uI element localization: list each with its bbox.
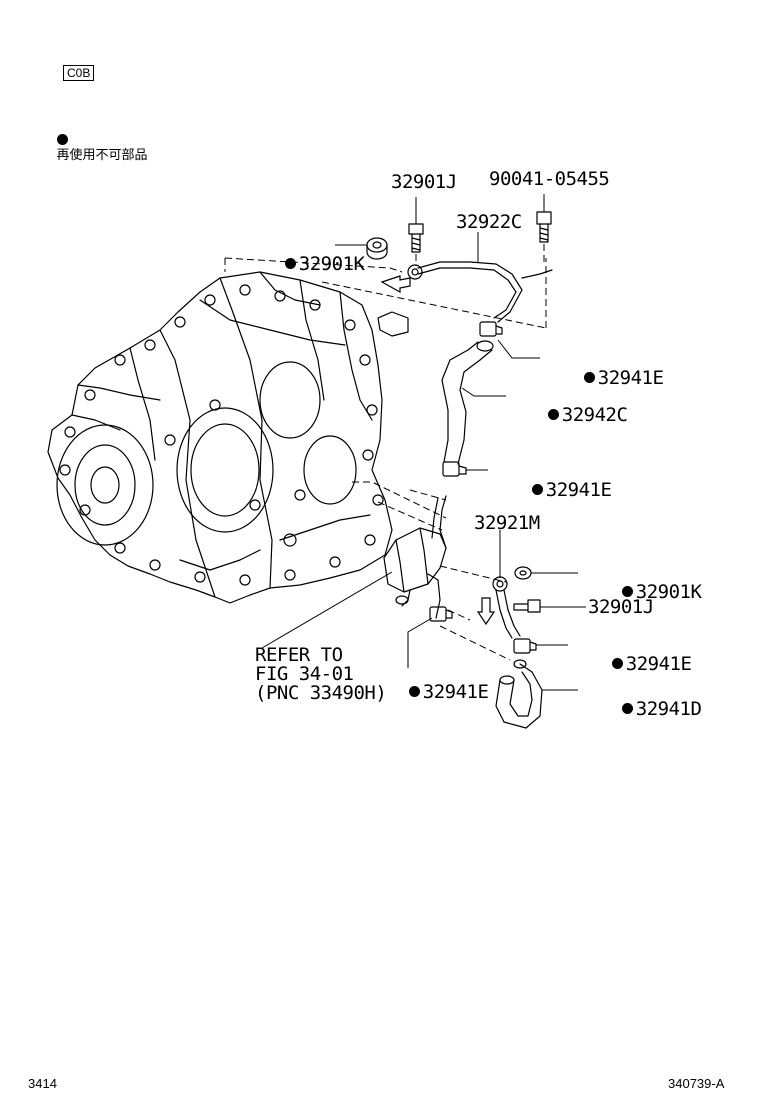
code-box: C0B xyxy=(63,65,95,81)
bolt-32901j-top xyxy=(408,223,424,253)
direction-arrows xyxy=(380,275,496,626)
filled-circle-icon xyxy=(583,372,595,383)
gasket-32901k-top xyxy=(366,237,388,260)
label-32901j-bottom: 32901J xyxy=(588,596,654,618)
label-32941e-2: 32941E xyxy=(488,462,612,519)
filled-circle-icon xyxy=(547,409,559,420)
filled-circle-icon xyxy=(621,703,633,714)
refer-note-line-2: FIG 34-01 xyxy=(255,663,354,685)
filled-circle-icon xyxy=(284,258,296,269)
refer-note-line-3: (PNC 33490H) xyxy=(255,682,387,704)
oil-cooler xyxy=(383,495,447,619)
filled-circle-icon xyxy=(531,484,543,495)
label-32901j-top: 32901J xyxy=(391,171,457,193)
filled-circle-icon xyxy=(56,134,68,145)
filled-circle-icon xyxy=(408,686,420,697)
filled-circle-icon xyxy=(621,586,633,597)
drawing-id: 340739-A xyxy=(668,1076,725,1091)
label-32941e-1: 32941E xyxy=(540,350,664,407)
clamp-32941e-lower-right xyxy=(513,638,537,654)
legend-text: 再使用不可部品 xyxy=(56,148,148,163)
clamp-32941e-middle xyxy=(442,461,467,477)
clamp-32941e-upper xyxy=(479,321,503,337)
hose-32941d xyxy=(495,659,543,729)
hose-32942c xyxy=(441,340,494,465)
label-32941e-4: 32941E xyxy=(365,664,489,721)
filled-circle-icon xyxy=(611,658,623,669)
bolt-32901j-bottom xyxy=(513,599,541,613)
page-code: 3414 xyxy=(28,1076,57,1091)
label-32901k-top: 32901K xyxy=(241,236,365,293)
arrow-down-icon xyxy=(476,597,496,626)
cooler-pipe-32922c xyxy=(407,261,553,323)
arrow-left-icon xyxy=(380,275,411,294)
pipe-32921m xyxy=(492,576,521,639)
transaxle-assembly xyxy=(47,271,409,604)
label-32901k-bottom: 32901K xyxy=(578,564,702,621)
bolt-90041-05455 xyxy=(536,211,552,243)
label-32922c: 32922C xyxy=(456,211,522,233)
label-32921m: 32921M xyxy=(474,512,540,534)
label-32941e-3: 32941E xyxy=(568,636,692,693)
legend: 再使用不可部品 xyxy=(40,121,148,175)
label-90041-05455: 90041-05455 xyxy=(489,168,610,190)
refer-note-line-1: REFER TO xyxy=(255,644,343,666)
label-32942c: 32942C xyxy=(504,387,628,444)
clamp-32941e-lower-left xyxy=(429,606,453,622)
label-32941d: 32941D xyxy=(578,681,702,738)
leader-lines xyxy=(261,194,586,691)
gasket-32901k-bottom xyxy=(514,566,532,580)
